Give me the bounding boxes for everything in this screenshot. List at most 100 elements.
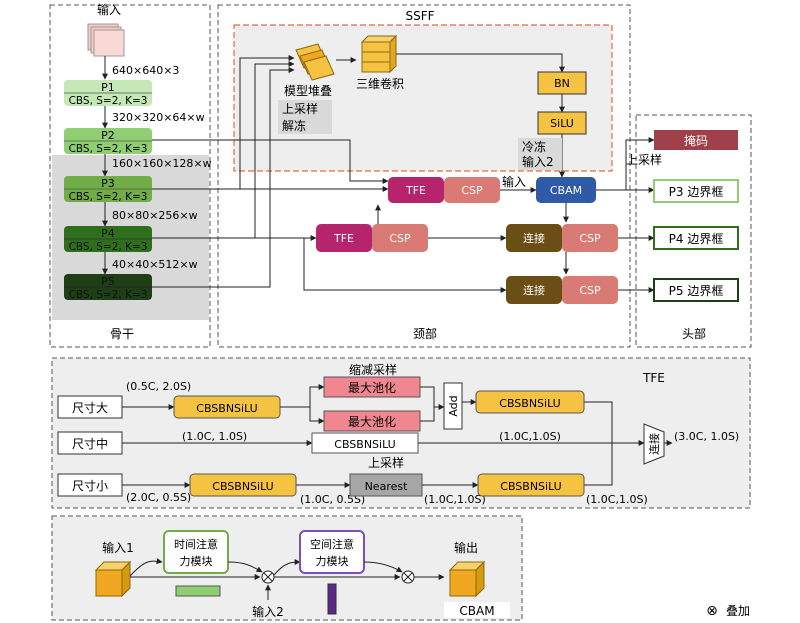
tfe-mid-label: TFE xyxy=(333,232,354,245)
tfe-top-label: TFE xyxy=(405,184,426,197)
p3-block: P3 CBS, S=2, K=3 xyxy=(64,176,152,203)
csp-mid-right: CSP xyxy=(562,224,618,252)
arrow-to-maxpool2 xyxy=(309,407,325,424)
p1-name: P1 xyxy=(101,81,115,94)
upsample-label: 上采样 xyxy=(282,101,318,116)
p3-box-label: P3 边界框 xyxy=(669,185,724,199)
cbs-large-label: CBSBNSiLU xyxy=(196,402,257,415)
size-small-label: 尺寸小 xyxy=(72,479,108,493)
cbs-small-out-label: CBSBNSiLU xyxy=(500,480,561,493)
head-section-label: 头部 xyxy=(682,326,706,341)
output-cube-icon xyxy=(448,560,486,598)
scale-large: (0.5C, 2.0S) xyxy=(126,380,191,393)
arrow-mult1-spatial xyxy=(273,559,301,576)
head-panel xyxy=(635,114,752,348)
temporal-attention-box xyxy=(163,530,229,574)
multiply1-icon xyxy=(261,570,275,584)
line-small-to-concat xyxy=(584,443,613,486)
concat-bottom-label: 连接 xyxy=(523,284,545,297)
cbam-output-label: 输出 xyxy=(454,540,478,555)
concat-mid: 连接 xyxy=(506,224,562,252)
spatial-vector-icon xyxy=(327,583,337,615)
backbone-neck-connections xyxy=(152,55,389,288)
arrow-to-concat-bottom xyxy=(303,238,507,293)
size-medium-label: 尺寸中 xyxy=(72,436,108,451)
add-label: Add xyxy=(447,395,460,416)
backbone-section-label: 骨干 xyxy=(110,327,134,341)
cbs-add-label: CBSBNSiLU xyxy=(499,397,560,410)
scale-small: (2.0C, 0.5S) xyxy=(126,491,191,504)
maxpool2-label: 最大池化 xyxy=(348,415,396,429)
unfreeze-label: 解冻 xyxy=(282,118,306,133)
csp-top-label: CSP xyxy=(461,184,483,197)
tfe-concat-box xyxy=(643,423,665,465)
spatial-attention-box xyxy=(299,530,365,574)
cbam-input1-label: 输入1 xyxy=(102,540,134,555)
p5-block: P5 CBS, S=2, K=3 xyxy=(64,274,152,301)
model-stack-icon xyxy=(295,43,335,81)
line-large-to-concat xyxy=(584,401,613,443)
spatial-attention-line2: 力模块 xyxy=(316,555,349,568)
scale-small-out: (1.0C,1.0S) xyxy=(586,493,648,506)
temporal-attention-line1: 时间注意 xyxy=(174,537,218,551)
tfe-output-scale: (3.0C, 1.0S) xyxy=(674,430,739,443)
p4-block: P4 CBS, S=2, K=3 xyxy=(64,226,152,253)
arrow-maxpool1-add xyxy=(420,386,445,410)
p1-block: P1 CBS, S=2, K=3 xyxy=(64,80,152,107)
legend-multiply-icon: ⊗ xyxy=(706,603,718,619)
dim-160: 160×160×128×w xyxy=(112,157,212,170)
p2-layer: CBS, S=2, K=3 xyxy=(69,143,148,155)
cbam-node-label: CBAM xyxy=(550,184,582,197)
silu-label: SiLU xyxy=(550,117,574,130)
maxpool1-label: 最大池化 xyxy=(348,381,396,395)
p1-layer: CBS, S=2, K=3 xyxy=(69,95,148,107)
tfe-concat-label: 连接 xyxy=(648,433,661,455)
spatial-attention-line1: 空间注意 xyxy=(310,537,354,551)
input-image-icon xyxy=(87,23,125,57)
cbam-input2-label: 输入2 xyxy=(252,604,284,619)
freeze-input2-box xyxy=(518,138,562,170)
tfe-detail-title: TFE xyxy=(642,371,665,385)
cbam-input-label: 输入 xyxy=(502,174,526,189)
conv3d-label: 三维卷积 xyxy=(356,76,404,91)
concat-mid-label: 连接 xyxy=(523,232,545,245)
cbam-title-box xyxy=(444,602,510,618)
bn-label: BN xyxy=(554,77,570,90)
scale-medium: (1.0C, 1.0S) xyxy=(182,430,247,443)
cbam-node: CBAM xyxy=(536,177,596,203)
multiply2-icon xyxy=(401,570,415,584)
tfe-upsample-label: 上采样 xyxy=(368,455,404,470)
backbone-panel xyxy=(49,4,211,348)
mask-label: 掩码 xyxy=(684,134,708,148)
arrow-to-maxpool1 xyxy=(280,384,325,408)
p3-name: P3 xyxy=(101,177,115,190)
arrow-maxpool2-add xyxy=(420,407,435,422)
neck-panel xyxy=(217,4,631,348)
ssff-title: SSFF xyxy=(405,9,434,23)
p4-box-label: P4 边界框 xyxy=(669,232,724,246)
cbam-detail-title: CBAM xyxy=(459,604,494,618)
scale-after-nearest: (1.0C,1.0S) xyxy=(424,493,486,506)
p5-box-label: P5 边界框 xyxy=(669,284,724,298)
dim-320: 320×320×64×w xyxy=(112,111,205,124)
p5-layer: CBS, S=2, K=3 xyxy=(69,289,148,301)
csp-top: CSP xyxy=(444,177,500,203)
csp-bottom-label: CSP xyxy=(579,284,601,297)
conv3d-icon xyxy=(360,34,398,74)
input2-label: 输入2 xyxy=(522,154,554,169)
p4-name: P4 xyxy=(101,227,115,240)
input1-cube-icon xyxy=(94,560,132,598)
csp-mid: CSP xyxy=(372,224,428,252)
mask-box xyxy=(654,130,738,150)
csp-mid-right-label: CSP xyxy=(579,232,601,245)
head-upsample-label: 上采样 xyxy=(626,152,662,167)
nearest-label: Nearest xyxy=(365,480,409,493)
temporal-attention-line2: 力模块 xyxy=(180,555,213,568)
downsample-label: 缩减采样 xyxy=(349,362,397,377)
concat-bottom: 连接 xyxy=(506,276,562,304)
tfe-top: TFE xyxy=(388,177,444,203)
upsample-unfreeze-box xyxy=(278,100,332,134)
stack-label: 模型堆叠 xyxy=(284,84,332,98)
p3-box xyxy=(653,179,739,203)
freeze-label: 冷冻 xyxy=(522,139,546,154)
